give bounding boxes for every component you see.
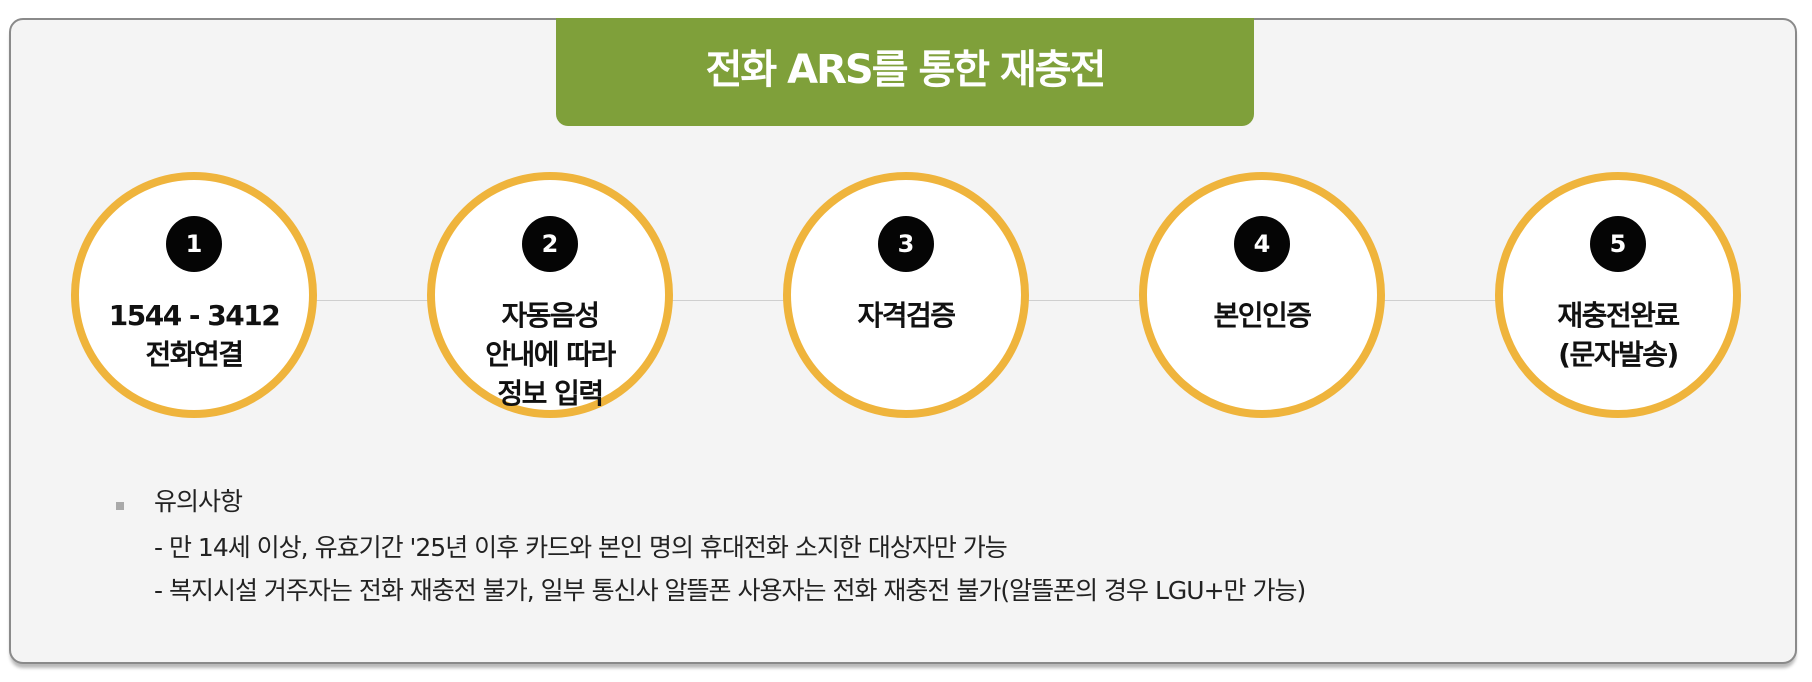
notes-title: 유의사항 [154, 487, 243, 516]
step-number-badge: 1 [166, 216, 222, 272]
square-bullet-icon [116, 502, 124, 510]
note-item: - 복지시설 거주자는 전화 재충전 불가, 일부 통신사 알뜰폰 사용자는 전… [154, 576, 1306, 605]
step-1: 1 1544 - 3412 전화연결 [71, 172, 317, 418]
step-5: 5 재충전완료 (문자발송) [1495, 172, 1741, 418]
step-label: 1544 - 3412 전화연결 [108, 299, 281, 371]
notes-list: - 만 14세 이상, 유효기간 '25년 이후 카드와 본인 명의 휴대전화 … [154, 526, 1306, 612]
step-3: 3 자격검증 [783, 172, 1029, 418]
step-number-badge: 3 [878, 216, 934, 272]
step-label: 자동음성 안내에 따라 정보 입력 [485, 299, 616, 410]
step-4: 4 본인인증 [1139, 172, 1385, 418]
step-label: 재충전완료 (문자발송) [1557, 299, 1680, 371]
step-2: 2 자동음성 안내에 따라 정보 입력 [427, 172, 673, 418]
step-label: 자격검증 [857, 299, 956, 332]
panel-title: 전화 ARS를 통한 재충전 [556, 18, 1254, 126]
step-number-badge: 2 [522, 216, 578, 272]
step-number-badge: 5 [1590, 216, 1646, 272]
step-number-badge: 4 [1234, 216, 1290, 272]
note-item: - 만 14세 이상, 유효기간 '25년 이후 카드와 본인 명의 휴대전화 … [154, 533, 1008, 562]
step-label: 본인인증 [1213, 299, 1312, 332]
